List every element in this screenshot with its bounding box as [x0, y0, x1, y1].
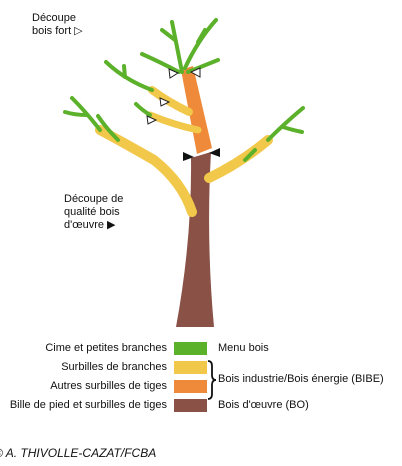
branches-yellow — [95, 86, 273, 217]
cut-markers-bois-fort — [146, 67, 201, 125]
legend-category-bois-oeuvre: Bois d'œuvre (BO) — [218, 399, 309, 411]
annotation-cut-strong-wood: Découpe bois fort ▷ — [32, 12, 83, 38]
cut-markers-bois-oeuvre — [183, 148, 220, 161]
annotation-cut-quality-wood-line1: Découpe de — [64, 193, 124, 205]
annotation-cut-strong-wood-line1: Découpe — [32, 12, 77, 24]
tree-diagram — [63, 18, 305, 327]
legend-swatch-bille-de-pied — [174, 399, 207, 412]
legend-brace — [207, 360, 217, 400]
legend-label-cime: Cime et petites branches — [45, 342, 167, 354]
annotation-cut-quality-wood: Découpe de qualité bois d'œuvre ▶ — [64, 193, 123, 232]
legend-swatch-surbilles-branches — [174, 361, 207, 374]
legend-category-bibe: Bois industrie/Bois énergie (BIBE) — [218, 373, 384, 385]
legend-swatch-autres-surbilles — [174, 380, 207, 393]
legend-label-surbilles-branches: Surbilles de branches — [61, 361, 167, 373]
legend-swatch-cime — [174, 342, 207, 355]
branches-green — [63, 18, 305, 162]
legend-label-bille-de-pied: Bille de pied et surbilles de tiges — [9, 399, 167, 411]
legend-label-autres-surbilles: Autres surbilles de tiges — [50, 380, 167, 392]
legend-category-menu-bois: Menu bois — [218, 342, 269, 354]
annotation-cut-quality-wood-line2: qualité bois — [64, 206, 120, 218]
annotation-cut-strong-wood-line2: bois fort ▷ — [32, 25, 83, 37]
stem-orange — [181, 66, 212, 154]
legend: Cime et petites branches Menu bois Surbi… — [0, 335, 402, 415]
photo-credit: © A. THIVOLLE-CAZAT/FCBA — [0, 446, 157, 460]
trunk-bois-oeuvre — [176, 152, 214, 327]
annotation-cut-quality-wood-line3: d'œuvre ▶ — [64, 219, 116, 231]
